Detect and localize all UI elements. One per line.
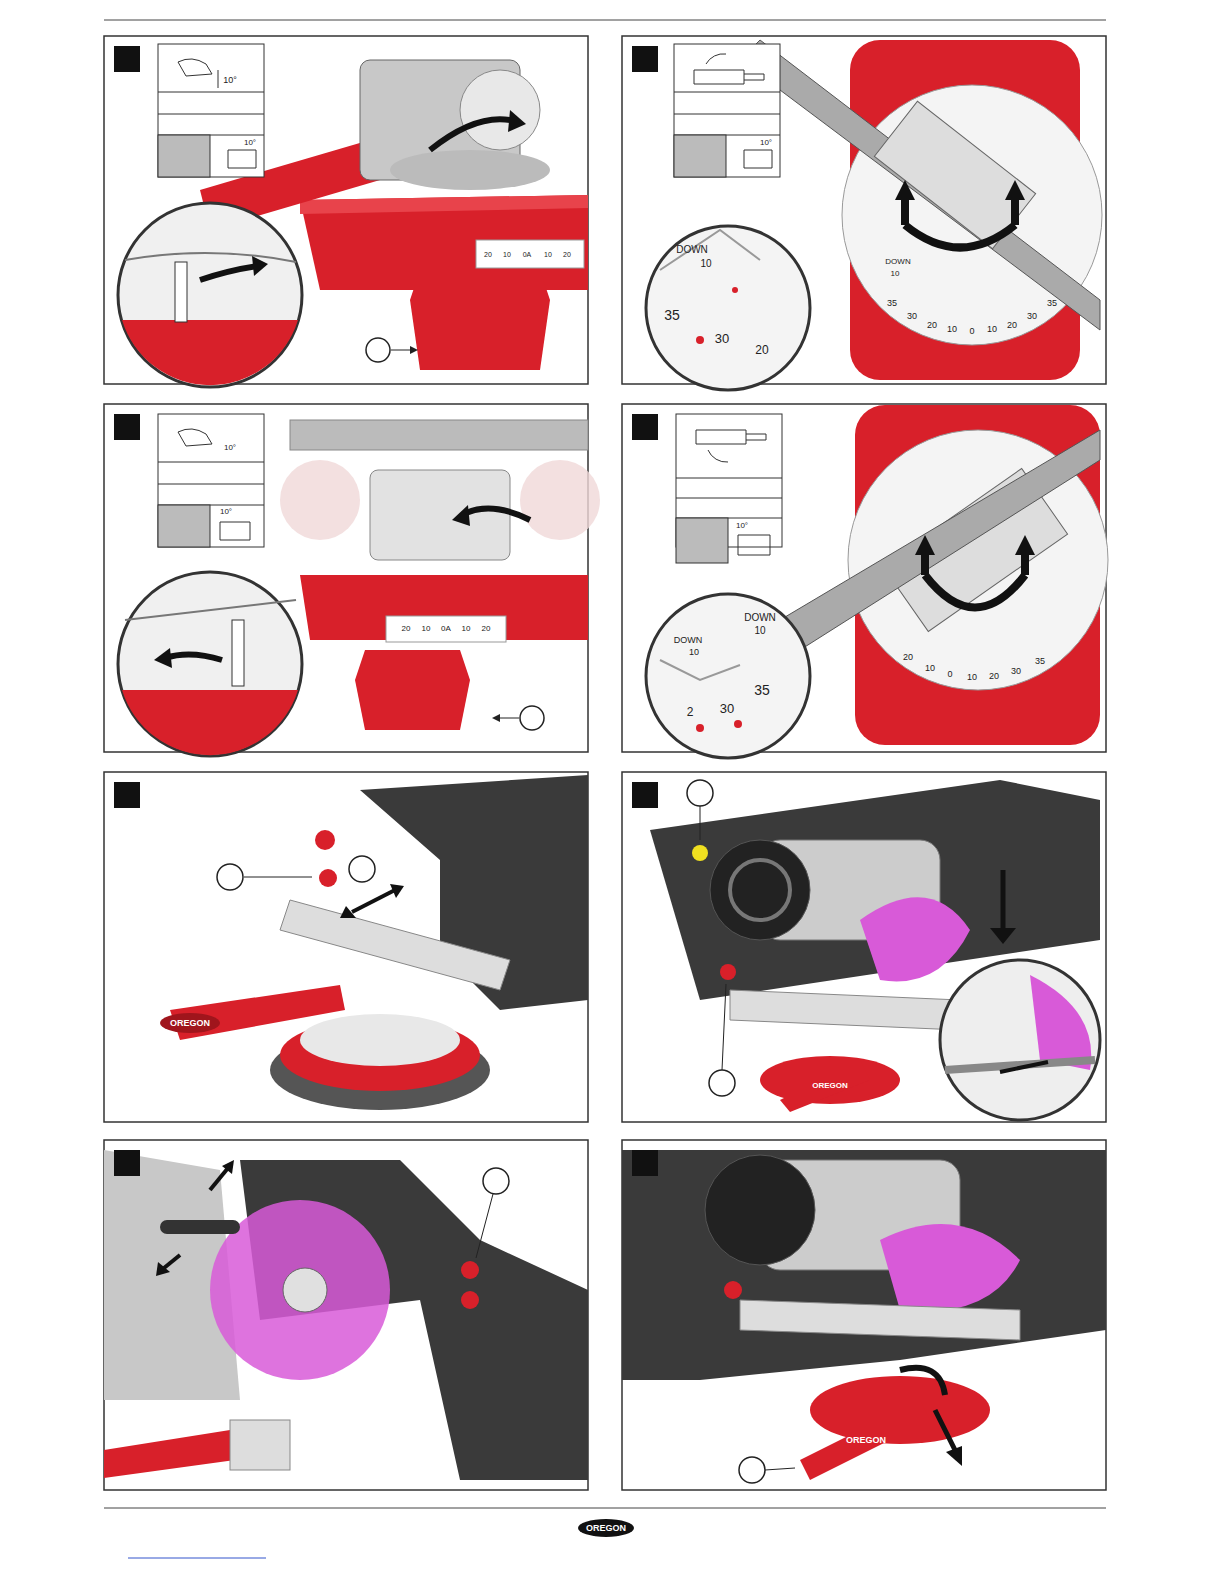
brand-logo-text: OREGON — [586, 1524, 626, 1533]
scale-label: 20 — [563, 251, 571, 258]
scale-label: 10 — [544, 251, 552, 258]
scale-label: 20 — [1007, 321, 1017, 330]
scale-label: 10° — [220, 508, 232, 516]
scale-label: 35 — [887, 299, 897, 308]
scale-label: 10° — [244, 139, 256, 147]
scale-label: DOWN — [674, 636, 703, 645]
scale-label: 20 — [989, 672, 999, 681]
scale-label: 30 — [715, 332, 729, 345]
scale-label: 20 — [755, 344, 768, 356]
scale-label: 20 — [903, 653, 913, 662]
scale-label: 0A — [441, 625, 451, 633]
scale-label: 10 — [891, 270, 900, 278]
scale-label: 20 — [484, 251, 492, 258]
scale-label: 2 — [687, 706, 694, 718]
scale-label: DOWN — [676, 245, 708, 255]
scale-label: 0 — [969, 327, 974, 336]
scale-label: 10° — [224, 444, 236, 452]
scale-label: 30 — [907, 312, 917, 321]
scale-label: DOWN — [885, 258, 910, 266]
scale-label: 10° — [736, 522, 748, 530]
scale-label: 20 — [927, 321, 937, 330]
brand-logo-text: OREGON — [812, 1082, 848, 1090]
scale-label: 10 — [925, 664, 935, 673]
scale-label: 10 — [987, 325, 997, 334]
brand-logo-text: OREGON — [846, 1436, 886, 1445]
scale-label: 20 — [402, 625, 411, 633]
scale-label: 10 — [689, 648, 699, 657]
scale-label: 35 — [754, 683, 770, 697]
scale-label: 30 — [720, 702, 734, 715]
scale-label: 0 — [947, 670, 952, 679]
scale-label: 30 — [1027, 312, 1037, 321]
scale-label: 10 — [422, 625, 431, 633]
scale-label: 35 — [1047, 299, 1057, 308]
scale-label: 35 — [664, 308, 680, 322]
scale-label: 10 — [967, 673, 977, 682]
scale-label: 10 — [947, 325, 957, 334]
scale-label: 10 — [462, 625, 471, 633]
scale-label: 10 — [700, 259, 711, 269]
scale-label: 35 — [1035, 657, 1045, 666]
scale-label: DOWN — [744, 613, 776, 623]
scale-label: 10 — [754, 626, 765, 636]
scale-label: 20 — [482, 625, 491, 633]
scale-label: 30 — [1011, 667, 1021, 676]
scale-label: 10 — [503, 251, 511, 258]
scale-label: 0A — [523, 251, 532, 258]
scale-label: 10° — [223, 76, 237, 85]
brand-logo-text: OREGON — [170, 1019, 210, 1028]
scale-label: 10° — [760, 139, 772, 147]
